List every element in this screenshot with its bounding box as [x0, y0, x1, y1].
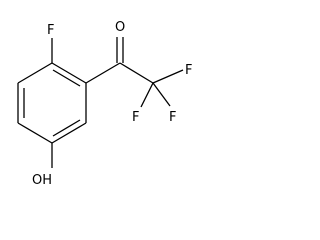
ring-double-bond-c3-c4: [52, 119, 81, 137]
bond-cf3-fluorine-top: [152, 69, 184, 84]
ring-bond-c4-c5: [17, 122, 53, 144]
structure-canvas: F O F F F OH: [17, 20, 193, 188]
hydroxyl-label: OH: [32, 173, 52, 188]
ring-fluorine-label: F: [47, 23, 54, 38]
cf3-fluorine-top-label: F: [185, 63, 192, 78]
ring-double-bond-c1-c2: [52, 69, 81, 87]
bond-carbonyl-cf3-carbon: [119, 62, 154, 84]
bond-cf3-fluorine-left: [140, 82, 154, 108]
ring-bond-c6-c1: [17, 62, 53, 84]
ring-bond-c1-c2: [51, 62, 87, 84]
ring-bond-c3-c4: [51, 122, 87, 144]
cf3-fluorine-right-label: F: [169, 110, 176, 125]
chemical-structure-drawing: F O F F F OH: [17, 20, 192, 188]
bond-ring-carbonyl-carbon: [85, 62, 121, 84]
benzene-ring: [17, 62, 87, 144]
bond-cf3-fluorine-right: [152, 82, 171, 107]
carbonyl-oxygen-label: O: [115, 20, 125, 35]
cf3-fluorine-left-label: F: [132, 110, 139, 125]
